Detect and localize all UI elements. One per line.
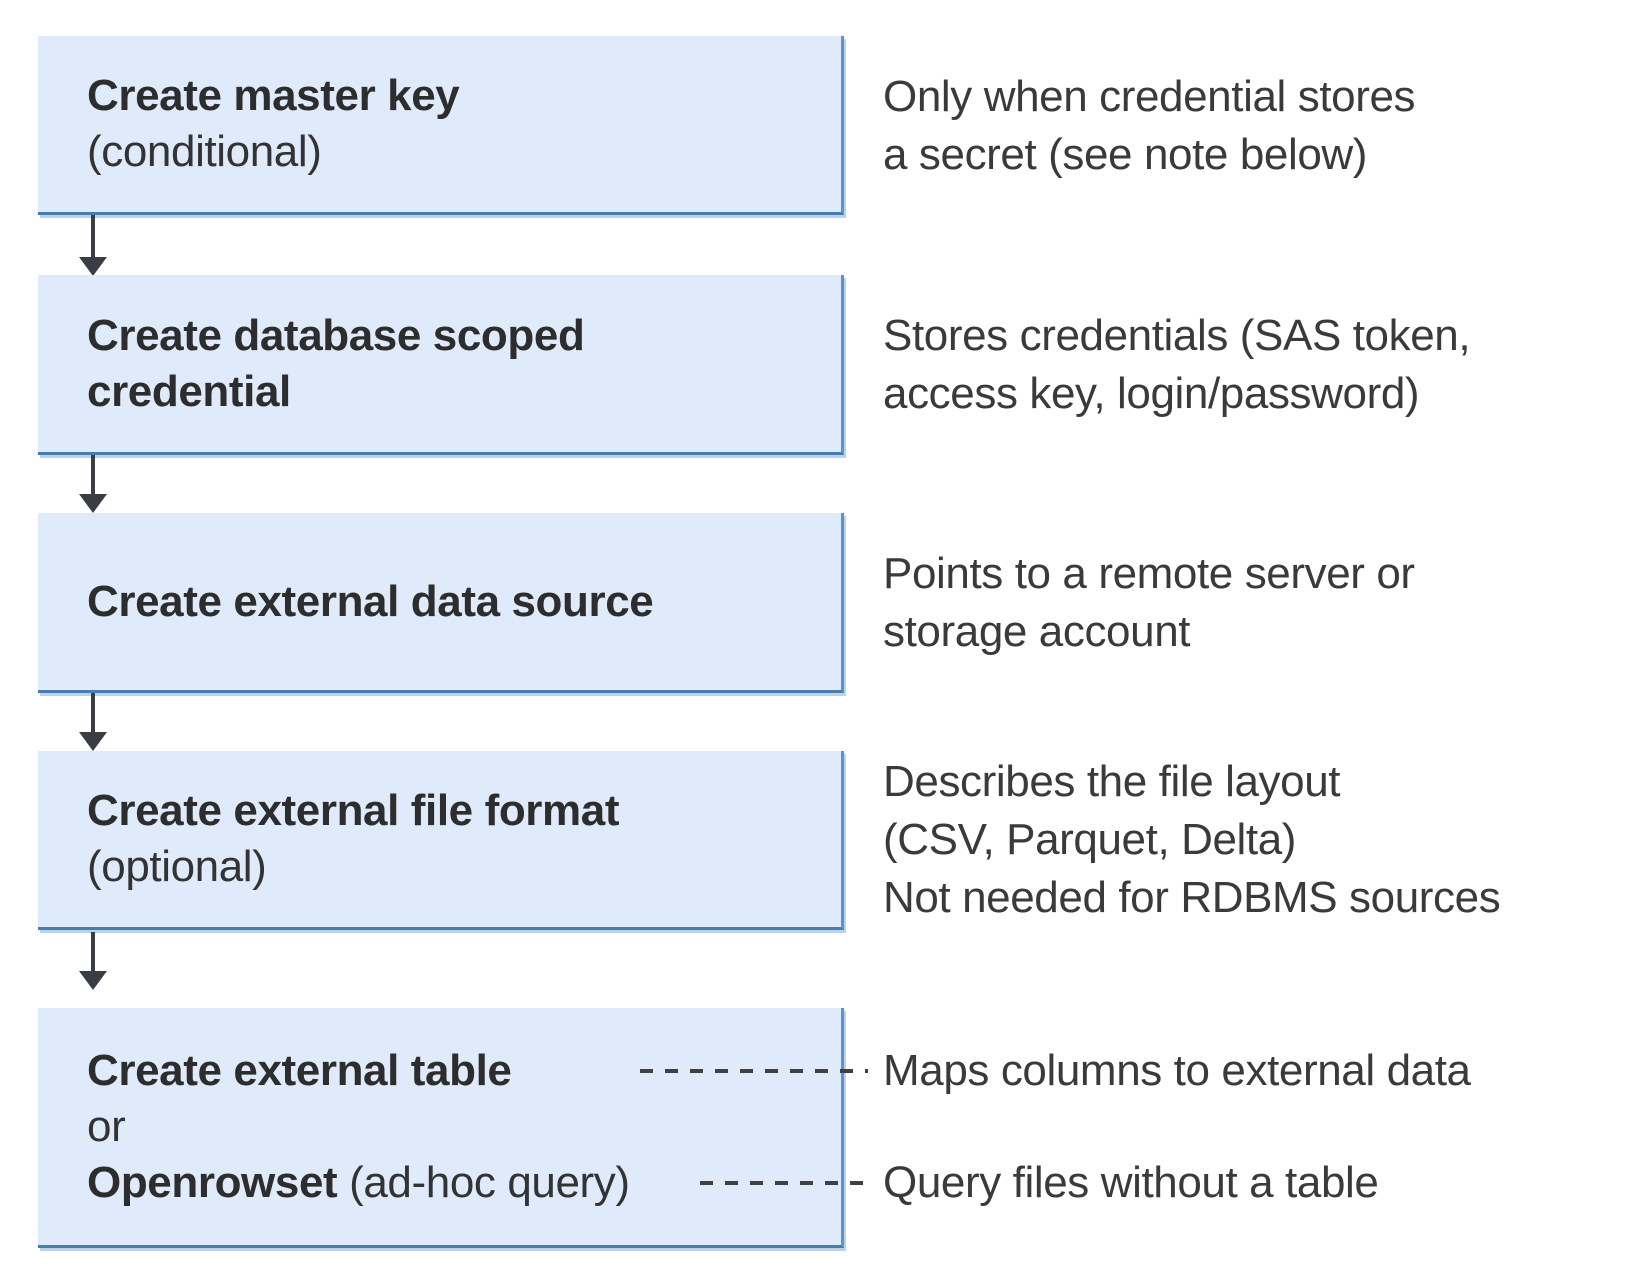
dashed-connector-openrowset-note bbox=[700, 1181, 868, 1185]
note-line: Points to a remote server or bbox=[883, 549, 1415, 598]
note-line: (CSV, Parquet, Delta) bbox=[883, 815, 1297, 864]
note-line: Stores credentials (SAS token, bbox=[883, 311, 1471, 360]
box-conjunction: or bbox=[87, 1101, 126, 1151]
box-title: Create external data source bbox=[87, 576, 654, 626]
box-title: Create external table bbox=[87, 1045, 512, 1095]
down-arrow-head-icon-2 bbox=[79, 494, 107, 513]
box-qualifier: (conditional) bbox=[87, 127, 322, 176]
note-line: Describes the file layout bbox=[883, 757, 1341, 806]
box-title: Create master key bbox=[87, 71, 460, 120]
down-arrow-head-icon-3 bbox=[79, 732, 107, 751]
box-title-line: credential bbox=[87, 366, 291, 416]
note-line: access key, login/password) bbox=[883, 369, 1420, 418]
down-arrow-head-icon-4 bbox=[79, 971, 107, 990]
down-arrow-line-1 bbox=[91, 215, 95, 257]
note-line: Not needed for RDBMS sources bbox=[883, 873, 1501, 922]
note-line: Only when credential stores bbox=[883, 72, 1416, 121]
note-master-key: Only when credential stores a secret (se… bbox=[883, 68, 1416, 184]
box-title-line: Create database scoped bbox=[87, 310, 585, 360]
note-external-file-format: Describes the file layout (CSV, Parquet,… bbox=[883, 753, 1501, 927]
flow-box-create-external-table-or-openrowset: Create external table or Openrowset (ad-… bbox=[38, 1008, 844, 1248]
box-qualifier: (optional) bbox=[87, 842, 267, 891]
down-arrow-line-3 bbox=[91, 693, 95, 732]
note-line: a secret (see note below) bbox=[883, 130, 1368, 179]
down-arrow-line-4 bbox=[91, 932, 95, 971]
flow-box-create-master-key: Create master key (conditional) bbox=[38, 36, 844, 215]
note-external-table: Maps columns to external data bbox=[883, 1046, 1471, 1095]
dashed-connector-external-table-note bbox=[640, 1069, 868, 1073]
flow-box-create-external-file-format: Create external file format (optional) bbox=[38, 751, 844, 930]
box-title: Create external file format bbox=[87, 786, 620, 835]
note-openrowset: Query files without a table bbox=[883, 1158, 1379, 1207]
box-alt-title-bold: Openrowset bbox=[87, 1157, 338, 1207]
flow-box-create-database-scoped-credential: Create database scoped credential bbox=[38, 275, 844, 455]
down-arrow-head-icon-1 bbox=[79, 257, 107, 276]
note-line: storage account bbox=[883, 607, 1191, 656]
flow-box-create-external-data-source: Create external data source bbox=[38, 513, 844, 693]
down-arrow-line-2 bbox=[91, 455, 95, 494]
box-alt-title-regular: (ad-hoc query) bbox=[337, 1157, 630, 1207]
note-external-data-source: Points to a remote server or storage acc… bbox=[883, 545, 1415, 661]
note-database-scoped-credential: Stores credentials (SAS token, access ke… bbox=[883, 307, 1471, 423]
box-alt-title-line: Openrowset (ad-hoc query) bbox=[87, 1155, 841, 1211]
